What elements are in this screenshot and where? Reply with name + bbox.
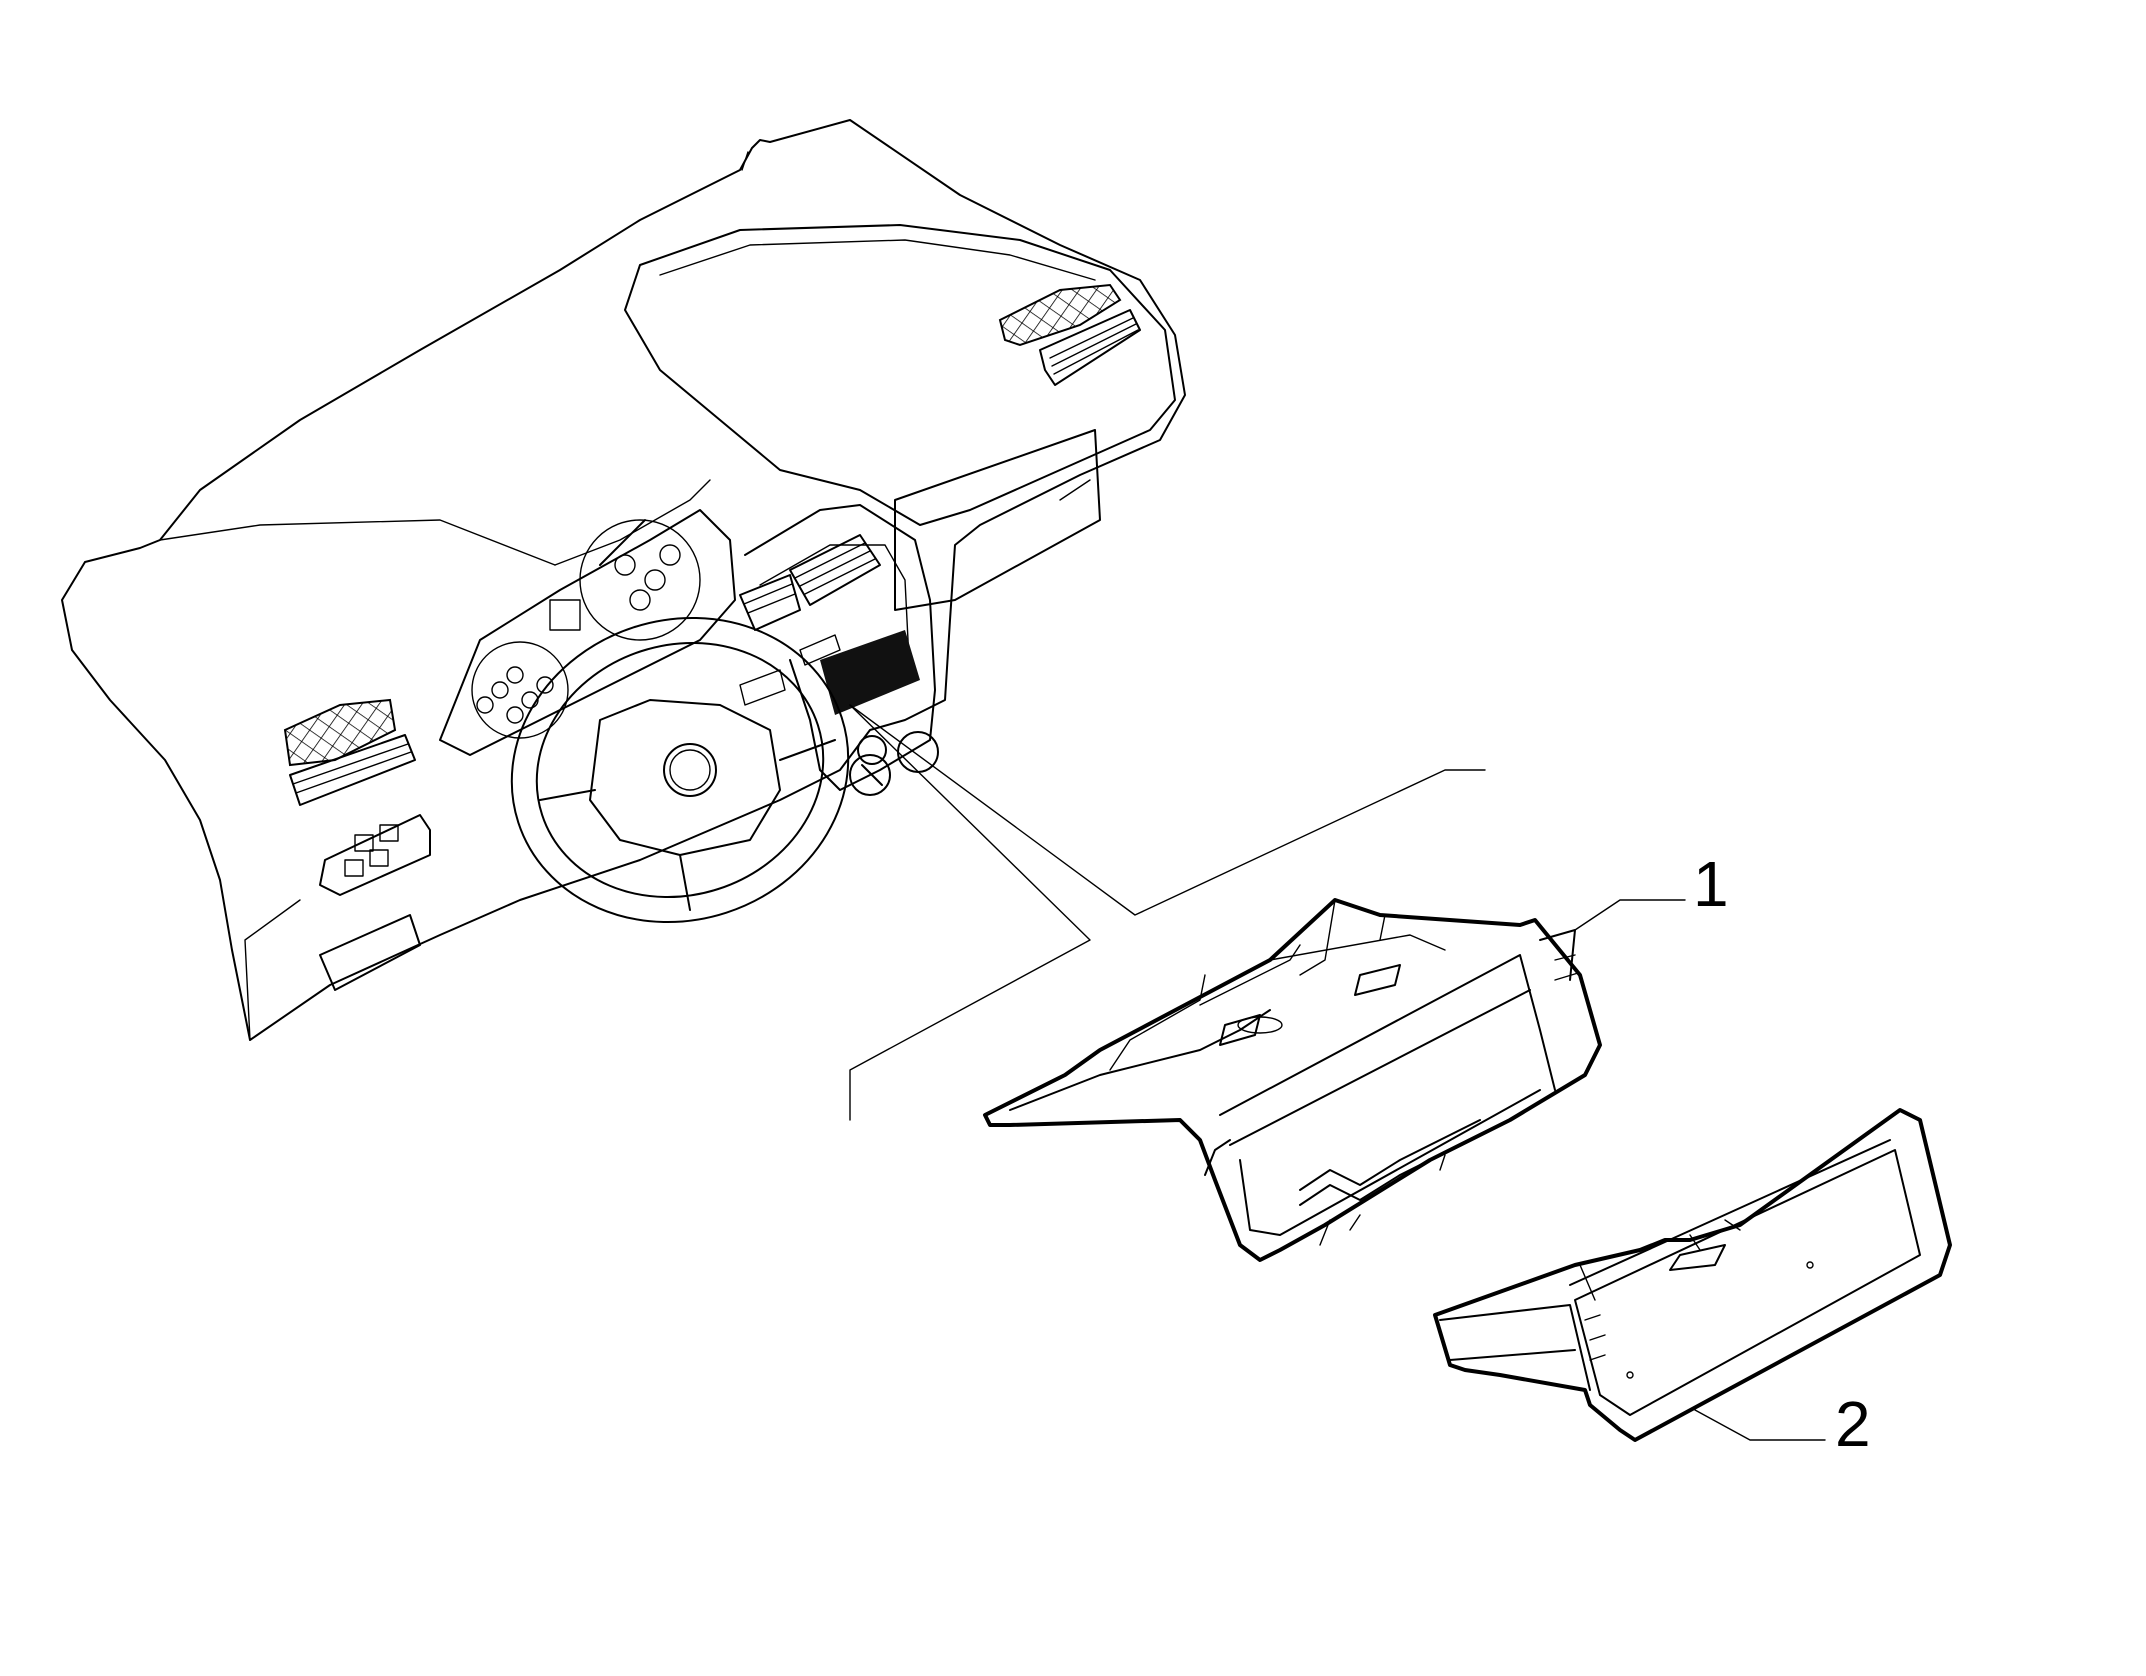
callout-number-1: 1 [1693,848,1729,920]
lower-panel [319,914,421,991]
radio-display-slot [820,630,920,715]
center-air-vents [739,534,881,631]
steering-wheel [510,616,850,924]
passenger-airbag-panel [624,224,1176,526]
center-console [744,504,936,791]
passenger-air-vent [998,283,1141,386]
driver-air-vent [283,698,416,806]
callout-1-leader [1574,899,1686,931]
callout-number-2: 2 [1835,1388,1871,1460]
dashboard [61,119,1186,1041]
instrument-cluster [439,509,736,756]
explosion-lines [849,704,1486,1121]
dashboard-outline [61,119,1186,1041]
part-1-mounting-bracket [983,898,1602,1262]
glovebox [894,429,1101,611]
callout-2-leader [1694,1409,1826,1441]
climate-control-knobs [849,731,939,796]
callout-leaders [1574,899,1826,1441]
part-2-frame [1433,1108,1952,1442]
light-switch-panel [319,814,431,896]
